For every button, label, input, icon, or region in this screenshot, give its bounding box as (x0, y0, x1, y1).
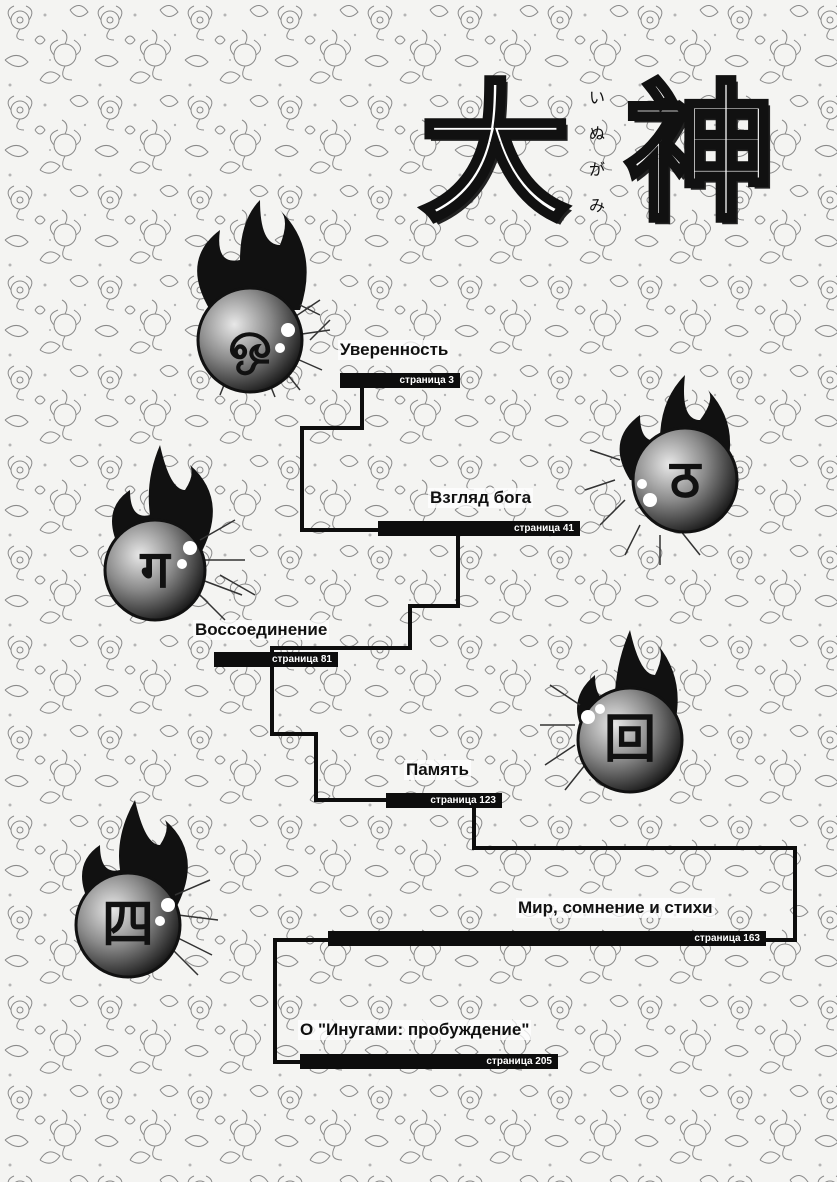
flame-orb-icon: ग (90, 440, 270, 680)
flame-orb-icon: 四 (60, 795, 240, 1035)
orb-glyph-5: 四 (101, 894, 154, 955)
flame-orb-icon: ஒ (170, 190, 350, 430)
chapter-page-2[interactable]: страница 41 (378, 521, 580, 536)
chapter-page-5[interactable]: страница 163 (328, 931, 766, 946)
chapter-page-3[interactable]: страница 81 (214, 652, 338, 667)
title-furigana: いぬがみ (588, 88, 605, 215)
chapter-title-5: Мир, сомнение и стихи (516, 898, 715, 918)
flame-orb-icon: 回 (530, 625, 710, 865)
title-kanji-kami: 神 (622, 68, 777, 243)
orb-glyph-1: ஒ (228, 311, 272, 372)
title-kanji-inu: 大 (417, 68, 572, 243)
chapter-page-4[interactable]: страница 123 (386, 793, 502, 808)
chapter-title-1: Уверенность (338, 340, 451, 360)
chapter-title-6: О "Инугами: пробуждение" (298, 1020, 532, 1040)
chapter-title-4: Память (404, 760, 471, 780)
chapter-title-2: Взгляд бога (428, 488, 534, 508)
chapter-title-3: Воссоединение (193, 620, 330, 640)
flame-orb-icon: ठ (580, 360, 760, 600)
orb-glyph-2: ठ (669, 449, 701, 510)
orb-glyph-3: ग (140, 539, 170, 600)
orb-glyph-4: 回 (603, 709, 656, 770)
chapter-page-6[interactable]: страница 205 (300, 1054, 558, 1069)
chapter-page-1[interactable]: страница 3 (340, 373, 460, 388)
